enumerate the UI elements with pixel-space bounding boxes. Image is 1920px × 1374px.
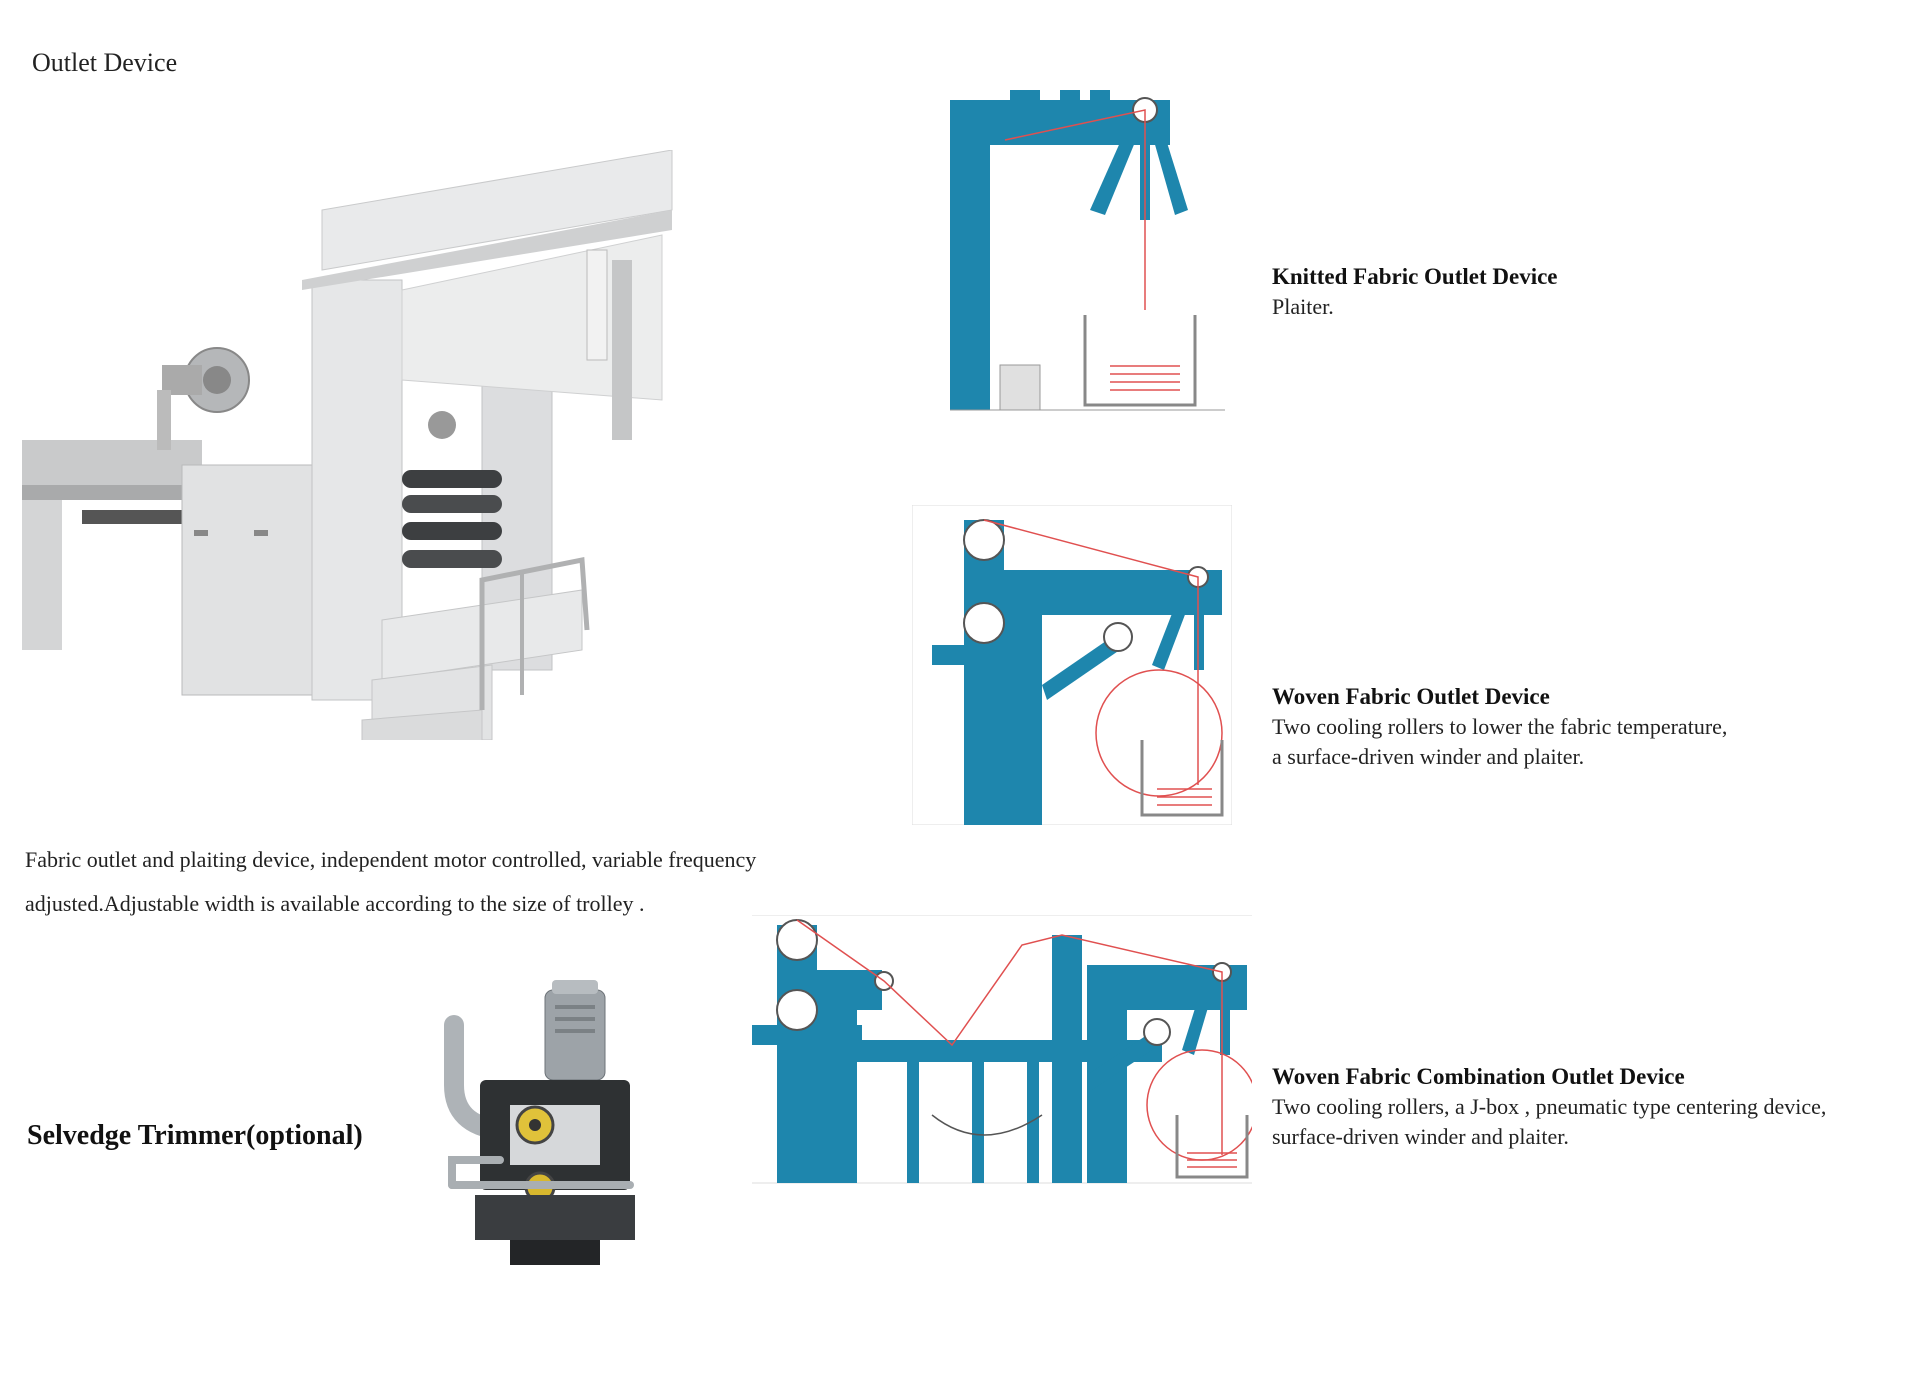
knitted-outlet-diagram xyxy=(950,90,1225,411)
machine-photo xyxy=(22,150,673,740)
device-knitted: Knitted Fabric Outlet Device Plaiter. xyxy=(1272,262,1912,322)
device-combination: Woven Fabric Combination Outlet Device T… xyxy=(1272,1062,1912,1152)
device-combination-title: Woven Fabric Combination Outlet Device xyxy=(1272,1064,1685,1089)
device-woven: Woven Fabric Outlet Device Two cooling r… xyxy=(1272,682,1912,772)
device-woven-line-2: a surface-driven winder and plaiter. xyxy=(1272,744,1585,769)
page-title: Outlet Device xyxy=(32,48,178,77)
trimmer-title: Selvedge Trimmer(optional) xyxy=(27,1120,363,1151)
woven-outlet-diagram xyxy=(912,505,1232,825)
description: Fabric outlet and plaiting device, indep… xyxy=(25,838,845,926)
device-woven-line-1: Two cooling rollers to lower the fabric … xyxy=(1272,714,1728,739)
description-line-1: Fabric outlet and plaiting device, indep… xyxy=(25,847,757,872)
device-knitted-title: Knitted Fabric Outlet Device xyxy=(1272,264,1558,289)
selvedge-trimmer-image xyxy=(444,980,635,1265)
device-combination-line-1: Two cooling rollers, a J-box , pneumatic… xyxy=(1272,1094,1827,1119)
device-combination-line-2: surface-driven winder and plaiter. xyxy=(1272,1124,1569,1149)
device-woven-title: Woven Fabric Outlet Device xyxy=(1272,684,1550,709)
description-line-2: adjusted.Adjustable width is available a… xyxy=(25,891,645,916)
device-knitted-line-1: Plaiter. xyxy=(1272,294,1334,319)
combination-outlet-diagram xyxy=(752,915,1252,1184)
